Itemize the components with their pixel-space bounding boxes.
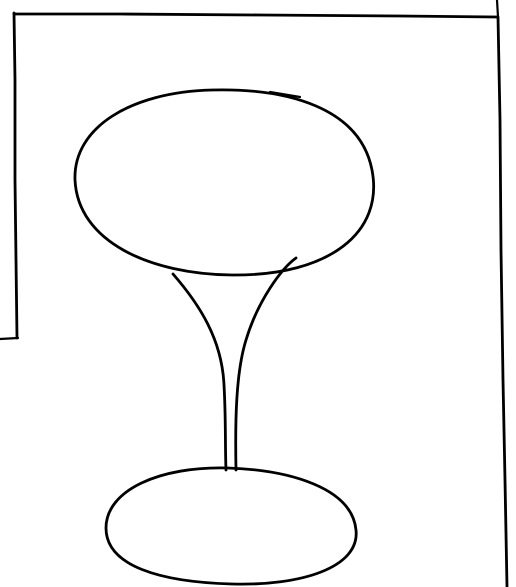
upper-oval (75, 90, 374, 275)
stem-left-edge (173, 274, 226, 470)
right-border-line (498, 17, 507, 587)
stem-right-edge (236, 258, 296, 470)
left-bracket-line (14, 13, 17, 338)
top-right-corner-line (497, 0, 498, 17)
lower-oval (106, 468, 356, 584)
top-border-line (14, 14, 497, 17)
left-bracket-foot (0, 338, 18, 339)
